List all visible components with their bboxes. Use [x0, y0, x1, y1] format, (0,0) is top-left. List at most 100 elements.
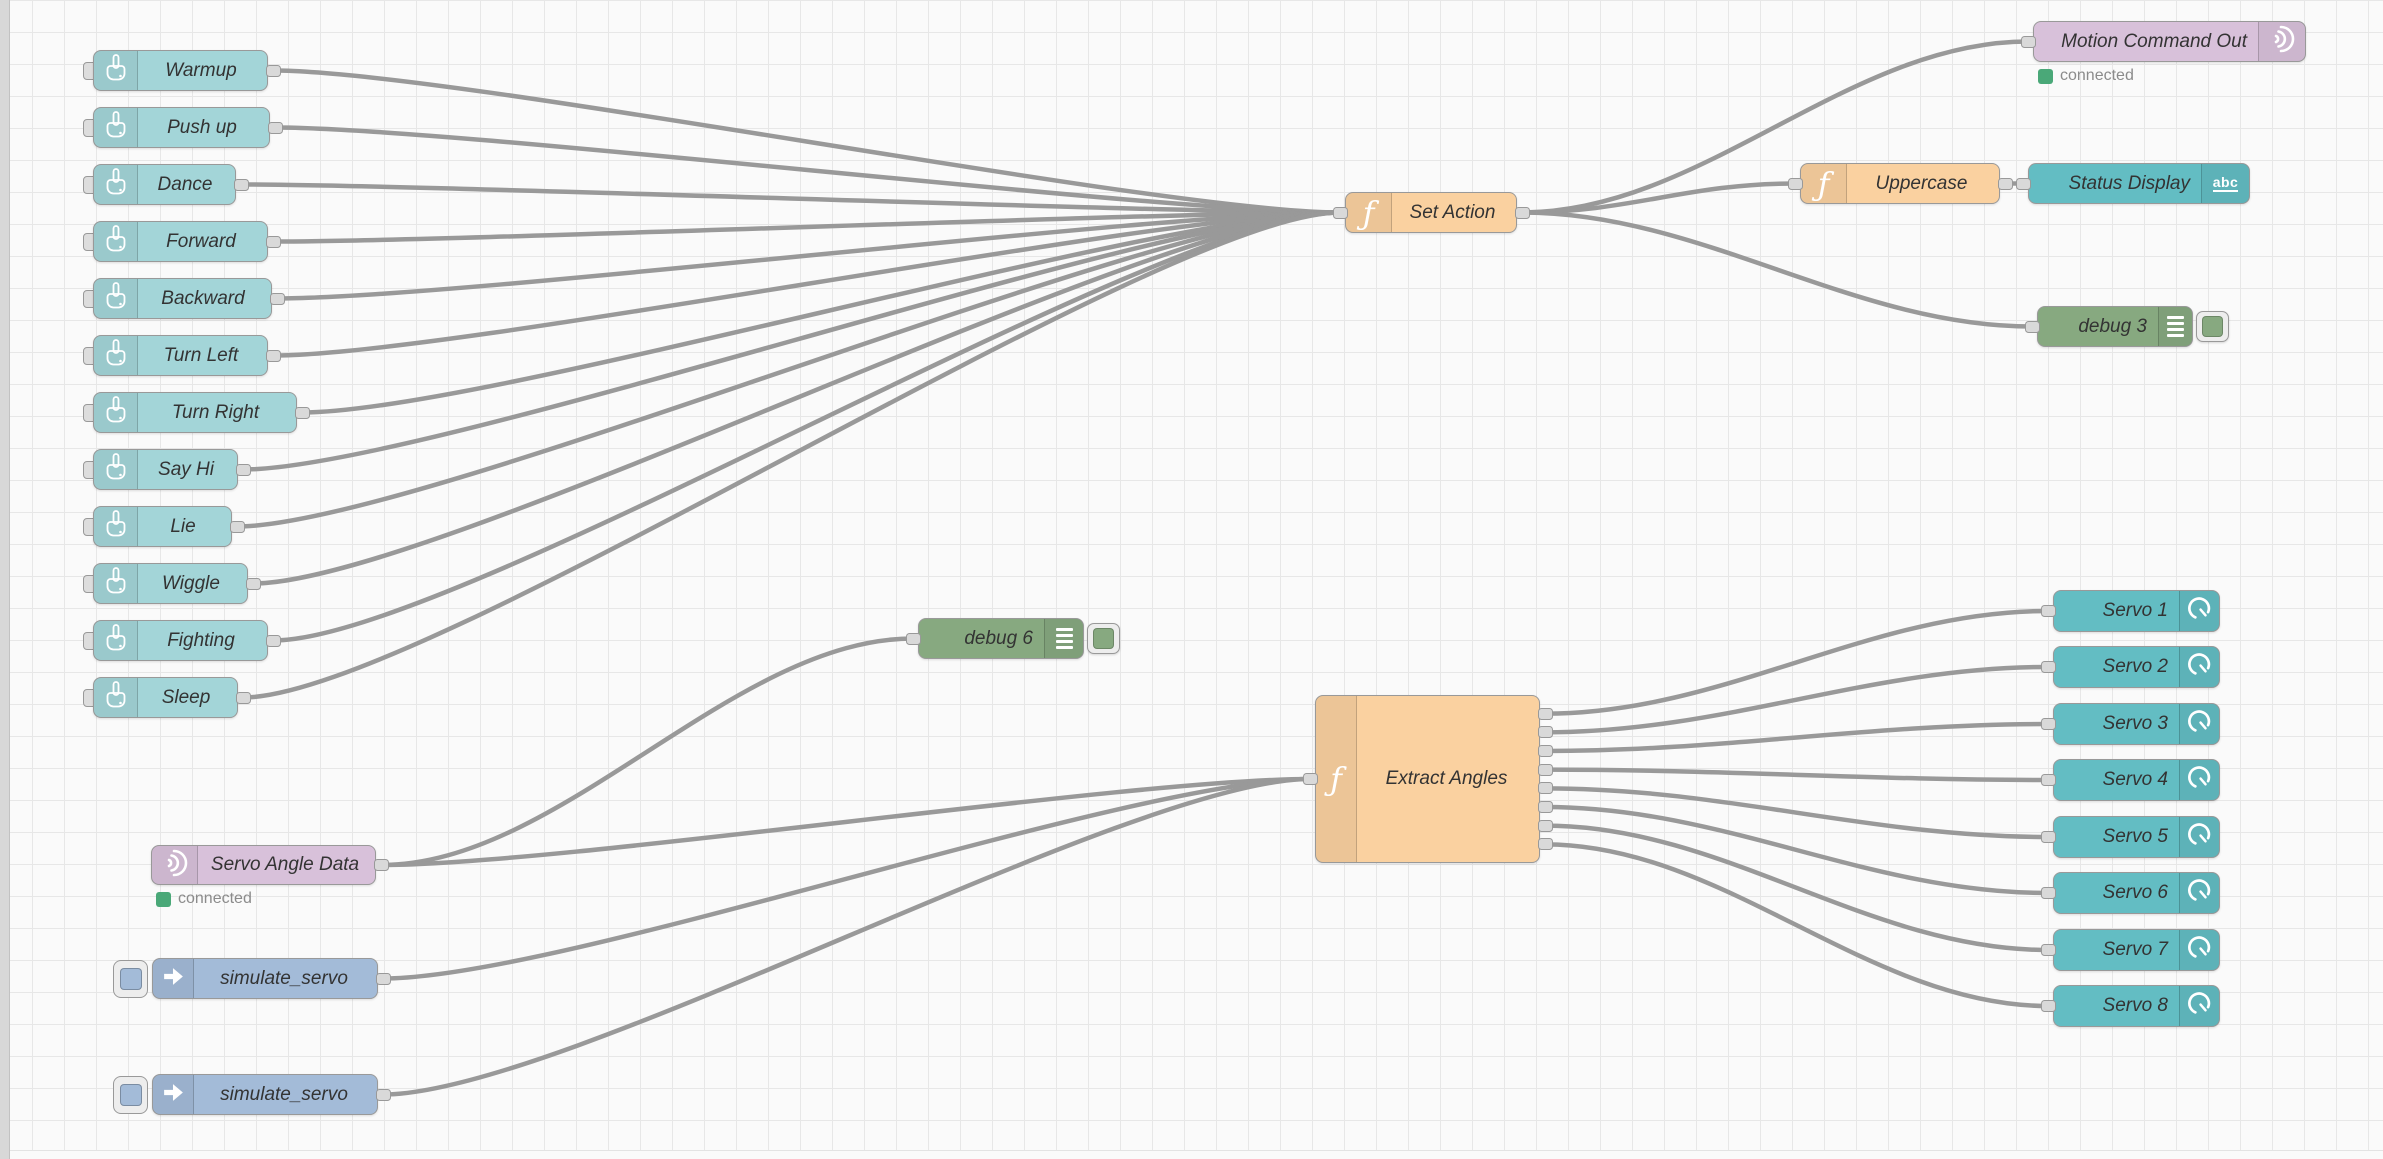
node-dance[interactable]: Dance	[93, 164, 236, 205]
output-port-uppercase-0[interactable]	[1997, 177, 2013, 190]
debug-toggle-button[interactable]	[2196, 311, 2229, 342]
node-turn-left[interactable]: Turn Left	[93, 335, 268, 376]
output-port-fighting-0[interactable]	[265, 634, 281, 647]
wire-extract-angles-to-servo-7[interactable]	[1542, 823, 2051, 953]
output-port-wiggle-0[interactable]	[245, 577, 261, 590]
output-port-extract-angles-6[interactable]	[1537, 819, 1553, 832]
wire-backward-to-set-action[interactable]	[274, 210, 1343, 301]
output-port-warmup-0[interactable]	[265, 64, 281, 77]
node-forward[interactable]: Forward	[93, 221, 268, 262]
wire-wiggle-to-set-action[interactable]	[250, 210, 1343, 586]
wire-set-action-to-debug-3[interactable]	[1519, 210, 2035, 329]
output-port-extract-angles-2[interactable]	[1537, 745, 1553, 757]
output-port-simulate-servo-2-0[interactable]	[375, 1088, 391, 1101]
input-port-servo-4[interactable]	[2040, 774, 2056, 786]
node-wiggle[interactable]: Wiggle	[93, 563, 248, 604]
input-port-servo-8[interactable]	[2040, 1000, 2056, 1012]
node-servo-1[interactable]: Servo 1	[2053, 590, 2220, 632]
output-port-simulate-servo-1-0[interactable]	[375, 972, 391, 985]
node-motion-command-out[interactable]: Motion Command Out	[2033, 21, 2306, 62]
input-port-motion-command-out[interactable]	[2020, 35, 2036, 48]
node-turn-right[interactable]: Turn Right	[93, 392, 297, 433]
wire-push-up-to-set-action[interactable]	[272, 125, 1343, 215]
node-backward[interactable]: Backward	[93, 278, 272, 319]
node-servo-6[interactable]: Servo 6	[2053, 872, 2220, 914]
wire-extract-angles-to-servo-3[interactable]	[1542, 721, 2051, 754]
wire-lie-to-set-action[interactable]	[234, 210, 1343, 529]
node-servo-8[interactable]: Servo 8	[2053, 985, 2220, 1027]
output-port-backward-0[interactable]	[269, 292, 285, 305]
input-port-debug-3[interactable]	[2024, 320, 2040, 333]
output-port-set-action-0[interactable]	[1514, 206, 1530, 219]
node-fighting[interactable]: Fighting	[93, 620, 268, 661]
wire-servo-angle-data-to-extract-angles[interactable]	[378, 776, 1313, 868]
input-port-debug-6[interactable]	[905, 632, 921, 645]
wire-extract-angles-to-servo-6[interactable]	[1542, 804, 2051, 896]
node-warmup[interactable]: Warmup	[93, 50, 268, 91]
debug-toggle-button[interactable]	[1087, 623, 1120, 654]
input-port-extract-angles[interactable]	[1302, 773, 1318, 785]
output-port-turn-left-0[interactable]	[265, 349, 281, 362]
output-port-dance-0[interactable]	[233, 178, 249, 191]
input-port-servo-1[interactable]	[2040, 605, 2056, 617]
wire-dance-to-set-action[interactable]	[238, 182, 1343, 215]
input-port-servo-6[interactable]	[2040, 887, 2056, 899]
node-push-up[interactable]: Push up	[93, 107, 270, 148]
node-button[interactable]	[113, 959, 148, 998]
wire-simulate-servo-2-to-extract-angles[interactable]	[380, 776, 1313, 1097]
output-port-say-hi-0[interactable]	[235, 463, 251, 476]
input-port-set-action[interactable]	[1332, 206, 1348, 219]
wire-forward-to-set-action[interactable]	[270, 210, 1343, 244]
node-lie[interactable]: Lie	[93, 506, 232, 547]
wire-set-action-to-motion-command-out[interactable]	[1519, 39, 2031, 215]
output-port-extract-angles-4[interactable]	[1537, 782, 1553, 795]
node-servo-5[interactable]: Servo 5	[2053, 816, 2220, 858]
output-port-extract-angles-3[interactable]	[1537, 763, 1553, 776]
wire-servo-angle-data-to-debug-6[interactable]	[378, 636, 916, 868]
output-port-extract-angles-0[interactable]	[1537, 707, 1553, 720]
node-say-hi[interactable]: Say Hi	[93, 449, 238, 490]
output-port-extract-angles-7[interactable]	[1537, 838, 1553, 851]
wire-sleep-to-set-action[interactable]	[240, 210, 1343, 700]
wire-fighting-to-set-action[interactable]	[270, 210, 1343, 643]
node-sleep[interactable]: Sleep	[93, 677, 238, 718]
input-port-servo-5[interactable]	[2040, 831, 2056, 843]
wire-set-action-to-uppercase[interactable]	[1519, 181, 1798, 215]
wire-extract-angles-to-servo-1[interactable]	[1542, 608, 2051, 716]
input-port-servo-3[interactable]	[2040, 718, 2056, 730]
output-port-servo-angle-data-0[interactable]	[373, 859, 389, 871]
wire-turn-left-to-set-action[interactable]	[270, 210, 1343, 358]
output-port-extract-angles-1[interactable]	[1537, 726, 1553, 739]
input-port-servo-2[interactable]	[2040, 661, 2056, 673]
wire-simulate-servo-1-to-extract-angles[interactable]	[380, 776, 1313, 981]
output-port-push-up-0[interactable]	[267, 121, 283, 134]
output-port-turn-right-0[interactable]	[294, 406, 310, 419]
node-debug-3[interactable]: debug 3	[2037, 306, 2193, 347]
wire-extract-angles-to-servo-5[interactable]	[1542, 786, 2051, 840]
node-servo-7[interactable]: Servo 7	[2053, 929, 2220, 971]
input-port-servo-7[interactable]	[2040, 944, 2056, 956]
horizontal-scrollbar-track[interactable]	[0, 1150, 2383, 1159]
wire-extract-angles-to-servo-4[interactable]	[1542, 767, 2051, 783]
node-servo-3[interactable]: Servo 3	[2053, 703, 2220, 745]
input-port-status-display[interactable]	[2015, 177, 2031, 190]
wire-extract-angles-to-servo-8[interactable]	[1542, 842, 2051, 1009]
wire-turn-right-to-set-action[interactable]	[299, 210, 1343, 415]
wire-warmup-to-set-action[interactable]	[270, 68, 1343, 215]
output-port-forward-0[interactable]	[265, 235, 281, 248]
node-servo-angle-data[interactable]: Servo Angle Data	[151, 845, 376, 885]
node-simulate-servo-2[interactable]: simulate_servo	[152, 1074, 378, 1115]
output-port-extract-angles-5[interactable]	[1537, 801, 1553, 813]
node-debug-6[interactable]: debug 6	[918, 618, 1084, 659]
output-port-sleep-0[interactable]	[235, 691, 251, 704]
node-servo-4[interactable]: Servo 4	[2053, 759, 2220, 801]
input-port-uppercase[interactable]	[1787, 177, 1803, 190]
wire-extract-angles-to-servo-2[interactable]	[1542, 664, 2051, 735]
node-servo-2[interactable]: Servo 2	[2053, 646, 2220, 688]
node-button[interactable]	[113, 1075, 148, 1114]
